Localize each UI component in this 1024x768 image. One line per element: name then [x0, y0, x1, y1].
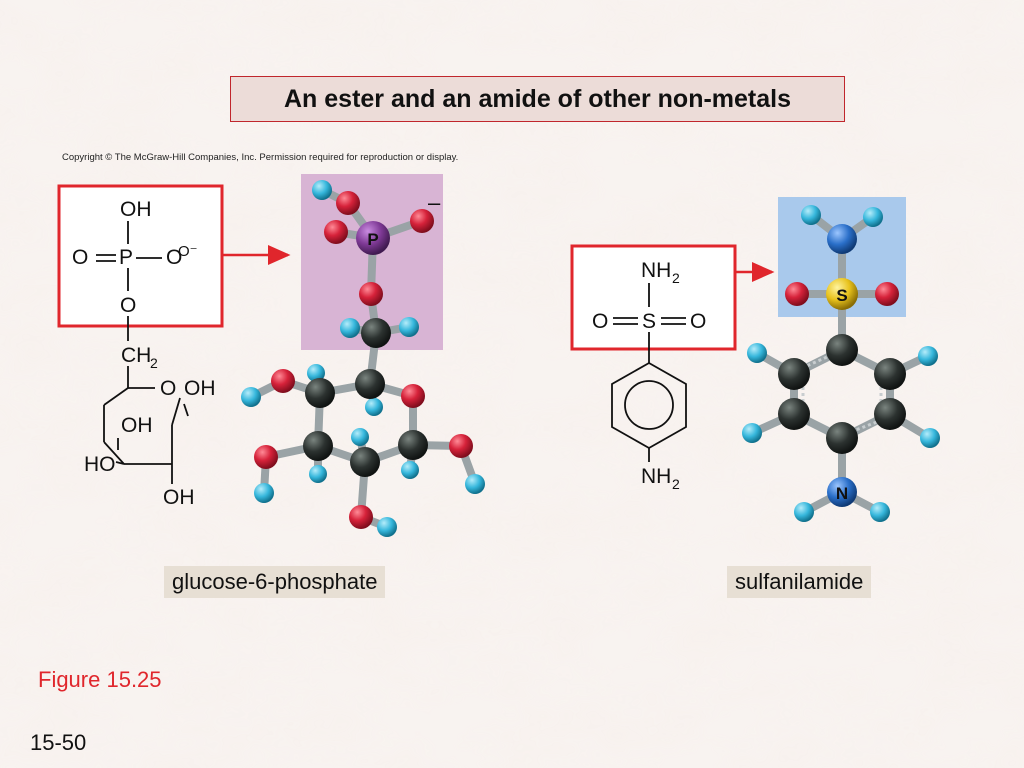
formula-label: OH — [163, 486, 195, 509]
formula-label: 2 — [672, 476, 680, 492]
glucose-6-phosphate-ball-and-stick-model: – — [241, 174, 485, 537]
formula-label: O — [592, 310, 608, 333]
sulfur-atom — [826, 278, 858, 310]
formula-label: S — [642, 310, 656, 333]
slide-number: 15-50 — [30, 730, 87, 755]
formula-label: 2 — [150, 355, 158, 371]
formula-label: O — [166, 246, 182, 269]
slide-title-box: An ester and an amide of other non-metal… — [230, 76, 845, 122]
sulfanilamide-ball-and-stick-model: S N — [742, 197, 940, 522]
formula-label: OH — [121, 414, 153, 437]
sulfanilamide-structural-formula: NH 2 O S O NH 2 — [570, 244, 775, 492]
copyright-notice: Copyright © The McGraw-Hill Companies, I… — [62, 152, 459, 163]
sulfanilamide-label: sulfanilamide — [727, 566, 872, 598]
charge-label: – — [428, 190, 441, 215]
formula-label: O⁻ — [178, 243, 198, 260]
formula-label: 2 — [672, 270, 680, 286]
formula-label: O — [72, 246, 88, 269]
glucose-6-phosphate-label: glucose-6-phosphate — [164, 566, 386, 598]
nitrogen-atom — [827, 477, 857, 507]
formula-label: HO — [84, 453, 116, 476]
slide-title: An ester and an amide of other non-metal… — [283, 84, 792, 113]
atom-label: S — [836, 286, 847, 305]
formula-label: NH — [641, 259, 671, 282]
formula-label: O — [160, 377, 176, 400]
formula-label: O — [120, 294, 136, 317]
glucose-6-phosphate-structural-formula: OH O P O O⁻ O CH 2 O OH OH HO OH — [57, 184, 291, 509]
formula-label: CH — [121, 344, 151, 367]
phosphorus-atom — [356, 221, 390, 255]
formula-label: OH — [184, 377, 216, 400]
sulfonamide-group-highlight-box — [570, 244, 737, 351]
formula-label: OH — [120, 198, 152, 221]
atom-label: N — [836, 484, 848, 503]
phosphate-group-highlight-box — [57, 184, 224, 328]
formula-label: NH — [641, 465, 671, 488]
atom-label: P — [367, 230, 378, 249]
figure-number: Figure 15.25 — [38, 667, 162, 692]
formula-label: P — [119, 246, 133, 269]
formula-label: O — [690, 310, 706, 333]
